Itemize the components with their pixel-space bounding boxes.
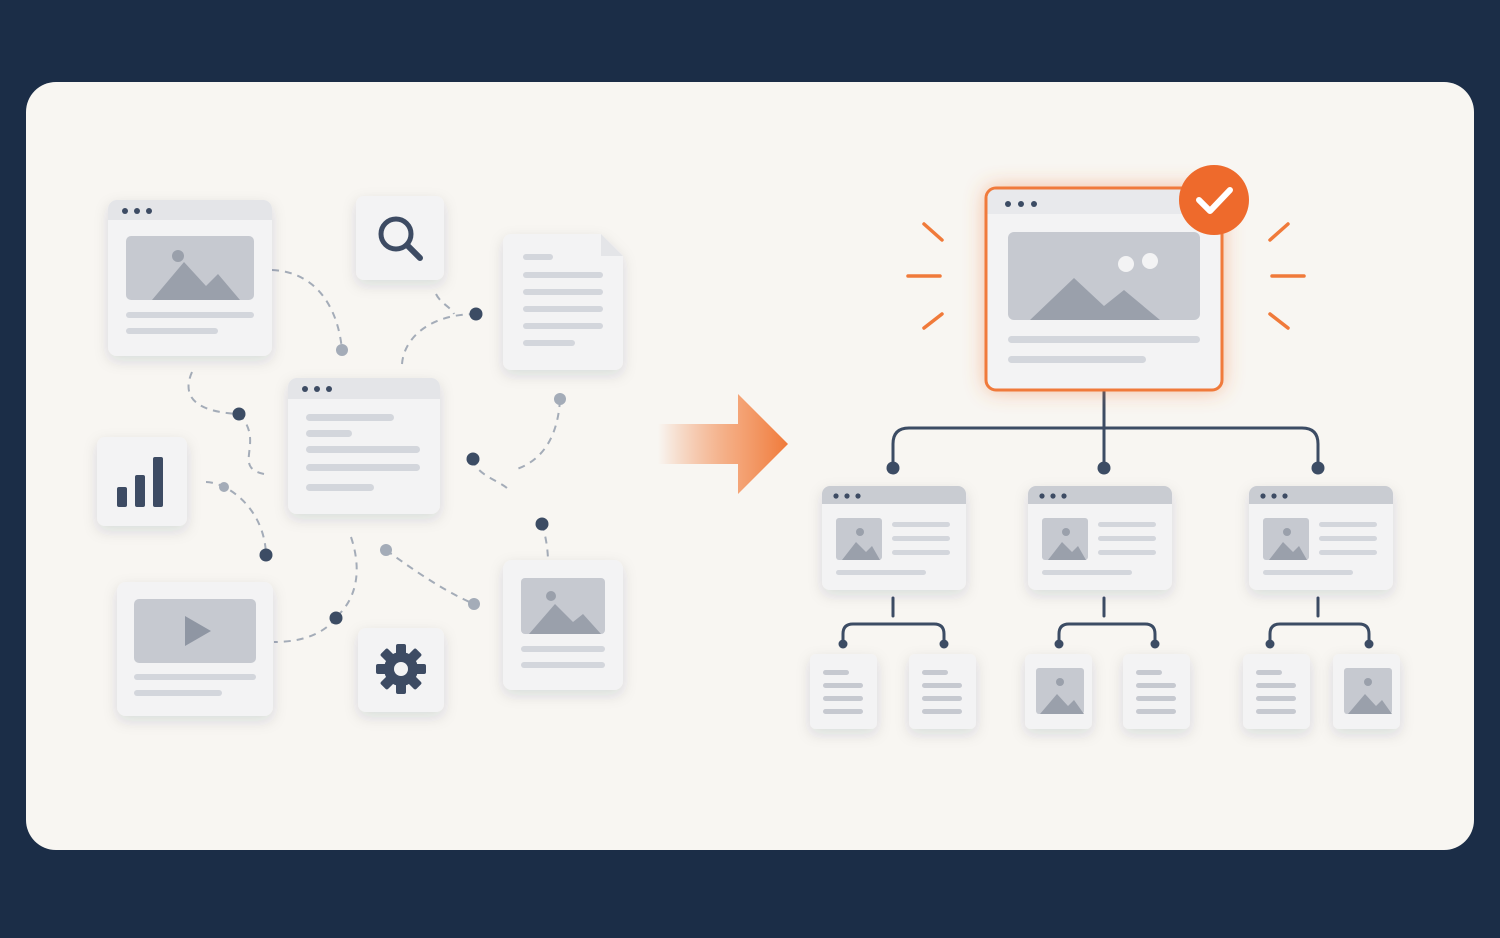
connector [435,293,455,315]
page-card-icon [1028,486,1172,590]
search-tile [356,196,444,280]
connector-node [219,482,229,492]
connector [271,269,343,351]
connector-node [336,344,348,356]
tree-node [1364,639,1374,649]
tree-link [841,596,946,642]
tree-node [838,639,848,649]
connector [273,617,337,643]
play-icon [185,616,211,646]
text-page-card-icon [288,378,440,514]
tree-node [1097,461,1111,475]
page-card-icon [822,486,966,590]
connector [472,458,511,493]
gear-icon [376,644,426,694]
document-icon [909,654,976,729]
featured-page-icon [984,186,1224,392]
connector-node [380,544,392,556]
document-icon [1123,654,1190,729]
connector-node [535,517,549,531]
tree-connectors [841,390,1371,642]
tree-node [1054,639,1064,649]
search-icon [378,216,423,261]
illustration-panel [26,82,1474,850]
leaf-items [810,654,1400,729]
connector [205,481,267,555]
tree-node [1150,639,1160,649]
arrow-right-icon [658,394,788,494]
diagram-canvas [97,165,1400,729]
tree-node [939,639,949,649]
connector-node [554,393,566,405]
tree-node [886,461,900,475]
child-pages [822,486,1393,590]
image-thumbnail-icon [1025,654,1092,729]
connector-node [468,598,480,610]
connector-node [232,407,246,421]
connector-node [259,548,273,562]
web-page-card-icon [108,200,272,356]
connector [385,549,475,605]
checkmark-icon [1179,165,1249,235]
tree-node [1265,639,1275,649]
highlight-rays [906,222,1306,330]
settings-tile [358,628,444,712]
connector-node [329,611,343,625]
connector [238,413,265,475]
page-card-icon [1249,486,1393,590]
connector-node [466,452,480,466]
tree-nodes [838,461,1374,649]
document-icon [810,654,877,729]
document-icon [1243,654,1310,729]
connector [401,313,477,365]
tree-link [1057,596,1157,642]
hierarchical-site-tree [810,165,1400,729]
tree-node [1311,461,1325,475]
bar-chart-icon [117,457,163,507]
connector [335,536,358,618]
connector-node [469,307,483,321]
bar-chart-tile [97,437,187,526]
tree-link [1268,596,1371,642]
image-card-icon [503,560,623,690]
tree-link [891,426,1320,470]
connector-nodes [219,307,566,625]
video-card-icon [117,582,273,716]
document-icon [503,234,623,370]
image-thumbnail-icon [1333,654,1400,729]
connector [513,399,561,471]
scattered-content-network [97,196,623,716]
connector [187,371,240,415]
